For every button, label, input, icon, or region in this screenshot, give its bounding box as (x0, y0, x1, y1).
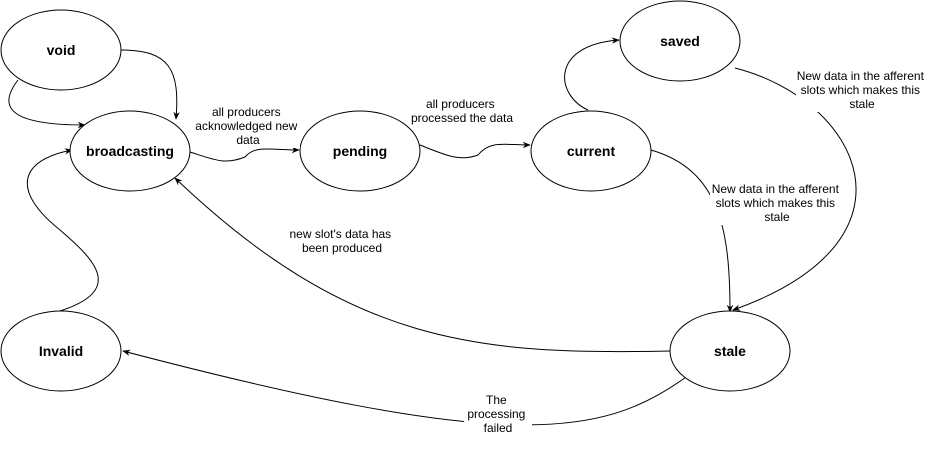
svg-text:all producers processed: all producers processed the data (411, 97, 513, 125)
edge-void-to-broadcasting-top[interactable] (120, 49, 180, 120)
node-void-label: void (47, 42, 76, 58)
svg-text:new slot's data has been: new slot's data has been produced (289, 227, 394, 255)
node-pending[interactable]: pending (299, 110, 421, 192)
node-saved-label: saved (660, 33, 700, 49)
edge-stale-to-invalid[interactable] (122, 349, 687, 426)
edge-void-to-broadcasting-bottom[interactable] (8, 79, 86, 129)
edge-saved-to-stale[interactable] (732, 67, 857, 311)
edge-label-saved-to-stale: New data in the afferent slots which mak… (796, 68, 930, 112)
edge-current-to-saved[interactable] (564, 37, 620, 111)
edge-stale-to-broadcasting[interactable] (174, 177, 671, 353)
edge-label-current-to-stale: New data in the afferent slots which mak… (710, 181, 844, 225)
edge-pending-to-current[interactable] (419, 141, 531, 159)
node-broadcasting[interactable]: broadcasting (69, 110, 191, 192)
svg-text:New data in the afferent: New data in the afferent slots which mak… (797, 69, 928, 111)
node-invalid-label: Invalid (39, 343, 83, 359)
edge-current-to-stale[interactable] (650, 149, 734, 313)
node-invalid[interactable]: Invalid (0, 310, 122, 392)
node-stale[interactable]: stale (669, 310, 791, 392)
node-void[interactable]: void (0, 9, 122, 91)
node-stale-label: stale (714, 343, 746, 359)
edge-invalid-to-broadcasting[interactable] (26, 148, 99, 312)
svg-text:The processing fai: The processing failed (467, 393, 528, 435)
edge-broadcasting-to-pending[interactable] (189, 146, 300, 162)
edge-label-stale-to-broadcasting: new slot's data has been produced (289, 227, 394, 255)
node-pending-label: pending (333, 143, 387, 159)
node-saved[interactable]: saved (619, 0, 741, 82)
node-current-label: current (567, 143, 616, 159)
node-broadcasting-label: broadcasting (86, 143, 174, 159)
edge-label-stale-to-invalid: The processing failed (464, 392, 532, 436)
svg-text:all producers acknowledg: all producers acknowledged new data (195, 105, 300, 147)
edge-label-broadcasting-to-pending: all producers acknowledged new data (195, 104, 300, 148)
svg-text:New data in the afferent: New data in the afferent slots which mak… (712, 182, 843, 224)
node-current[interactable]: current (530, 110, 652, 192)
edge-label-pending-to-current: all producers processed the data (410, 96, 516, 126)
